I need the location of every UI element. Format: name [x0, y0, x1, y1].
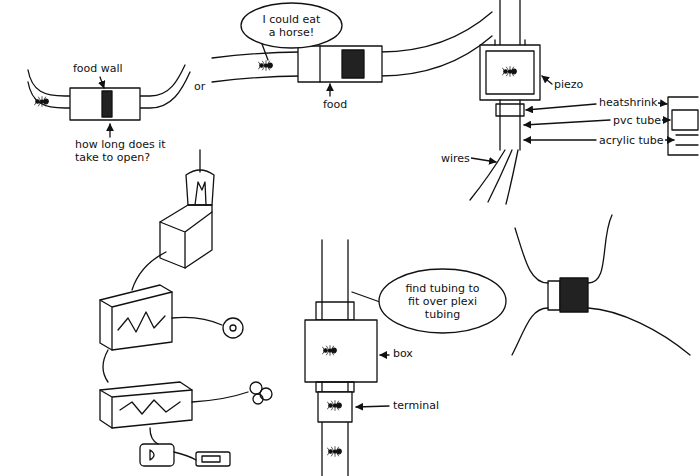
speech-bubble: find tubing to fit over plexi tubing [378, 268, 507, 334]
note-label: heatshrink [598, 96, 658, 109]
note-label: box [392, 347, 414, 360]
ant [502, 67, 516, 77]
note-label: acrylic tube [598, 134, 665, 147]
bubble-outline [241, 3, 342, 48]
note-label: food [322, 98, 348, 111]
bubble-text-wrap: find tubing to fit over plexi tubing [402, 282, 484, 321]
ant [327, 401, 341, 411]
flared-tube-sketch [512, 215, 690, 355]
tube-sketch [28, 65, 190, 137]
note-label: or [193, 80, 206, 93]
note-label: piezo [553, 78, 584, 91]
ant [322, 346, 336, 356]
ant [258, 61, 272, 71]
electronics-sketch [100, 150, 272, 466]
tube-box-sketch [305, 240, 389, 476]
note-label: food wall [72, 62, 124, 75]
ant [34, 97, 48, 107]
note-label: how long does it take to open? [74, 138, 186, 164]
bubble-text: I could eat a horse! [260, 13, 324, 39]
bubble-text: find tubing to fit over plexi tubing [402, 282, 484, 321]
note-label: wires [440, 152, 471, 165]
note-label: pvc tube [612, 114, 662, 127]
speech-bubble: I could eat a horse! [240, 2, 343, 49]
bubble-text-wrap: I could eat a horse! [260, 13, 324, 39]
ant [327, 447, 341, 457]
bubble-outline [379, 269, 506, 333]
note-label: terminal [392, 399, 440, 412]
piezo-assembly [470, 0, 698, 204]
